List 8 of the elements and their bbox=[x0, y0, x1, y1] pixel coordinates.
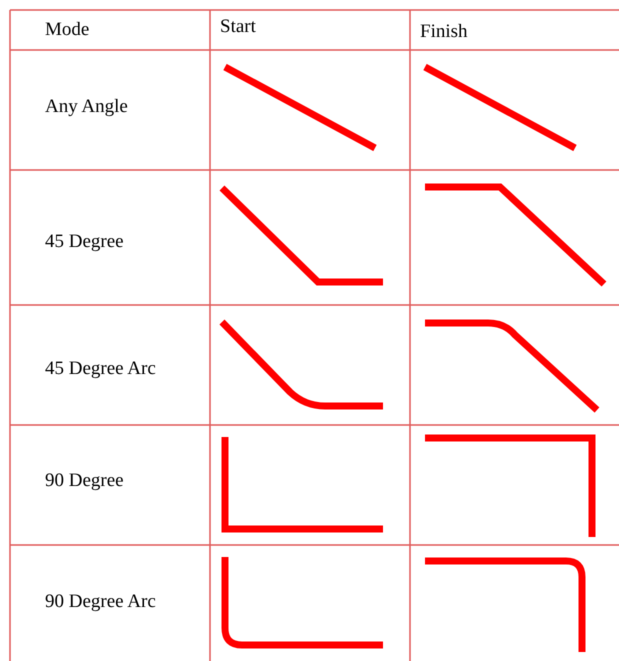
column-header: Mode bbox=[45, 19, 90, 41]
column-header: Start bbox=[220, 16, 256, 38]
mode-label: 90 Degree Arc bbox=[45, 591, 156, 613]
mode-label: Any Angle bbox=[45, 96, 128, 118]
mode-label: 90 Degree bbox=[45, 470, 124, 492]
column-header: Finish bbox=[420, 21, 468, 43]
mode-label: 45 Degree Arc bbox=[45, 358, 156, 380]
mode-label: 45 Degree bbox=[45, 231, 124, 253]
